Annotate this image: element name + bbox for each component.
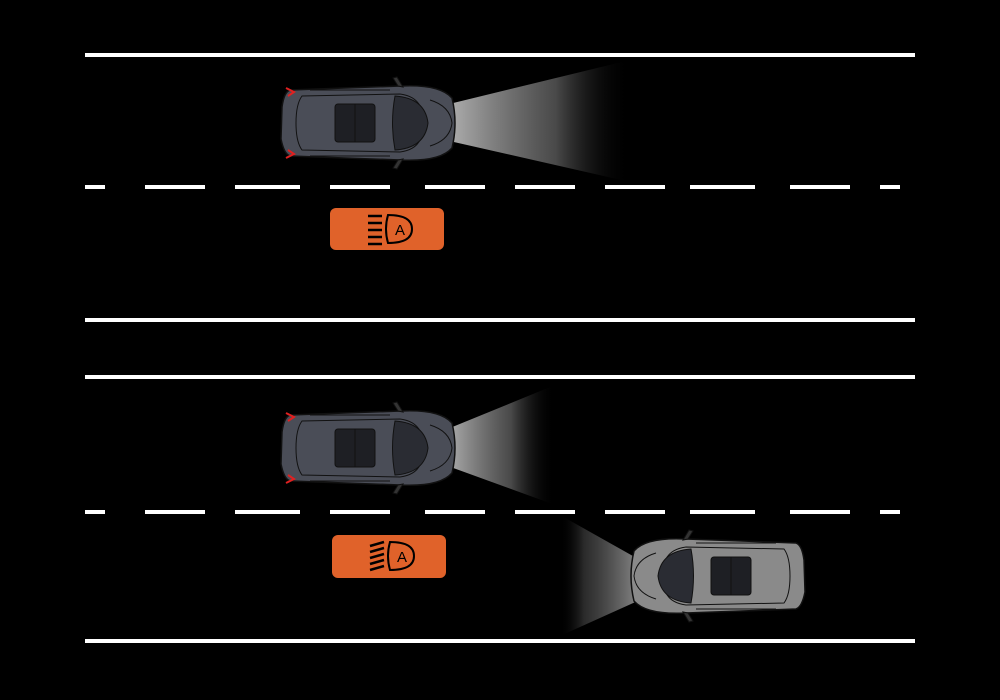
- auto-high-beam-icon: [369, 540, 416, 572]
- own-car: [280, 401, 456, 495]
- auto-high-beam-indicator: A: [330, 208, 444, 250]
- indicator-letter: A: [397, 549, 407, 566]
- high-beam-light: [445, 60, 630, 182]
- oncoming-beam-light: [560, 515, 640, 636]
- scene-no-oncoming: A: [85, 53, 915, 322]
- auto-high-beam-indicator: A: [332, 535, 446, 578]
- scene-oncoming: A: [85, 375, 915, 643]
- indicator-letter: A: [395, 222, 405, 239]
- own-car: [280, 76, 456, 170]
- auto-high-beam-icon: [368, 213, 414, 246]
- oncoming-car: [630, 529, 806, 623]
- low-beam-light: [445, 385, 555, 505]
